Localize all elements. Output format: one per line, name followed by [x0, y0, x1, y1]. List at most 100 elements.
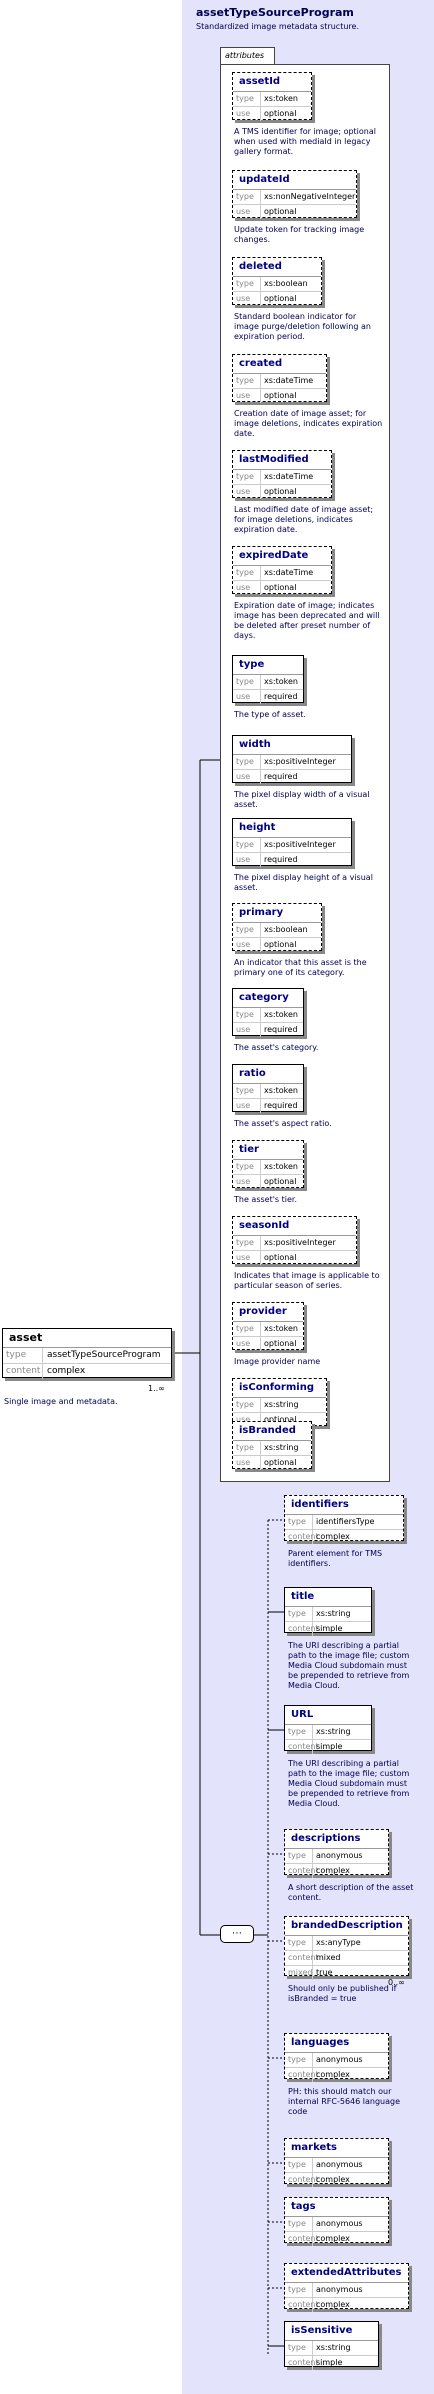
attribute-name: created	[233, 355, 326, 374]
attribute-use-value: optional	[264, 1253, 297, 1262]
attribute-use-key: use	[233, 690, 261, 704]
element-prop-key: type	[285, 2217, 313, 2231]
attribute-type-value: xs:dateTime	[264, 568, 314, 577]
attribute-type-key: type	[233, 374, 261, 388]
element-prop-value: complex	[316, 2234, 350, 2243]
attribute-use-key: use	[233, 485, 261, 499]
sequence-compositor-icon[interactable]: ⋯	[220, 1925, 254, 1943]
attribute-name: tier	[233, 1141, 303, 1160]
attribute-use-key: use	[233, 292, 261, 306]
element-name: title	[285, 1588, 371, 1607]
attribute-name: seasonId	[233, 1217, 356, 1236]
attribute-use-value: optional	[264, 1458, 297, 1467]
attribute-type-value: xs:token	[264, 94, 298, 103]
element-prop-value: anonymous	[316, 2219, 363, 2228]
element-prop-key: type	[285, 1607, 313, 1621]
element-prop-key: type	[285, 1725, 313, 1739]
attribute-type-key: type	[233, 190, 261, 204]
type-documentation: Standardized image metadata structure.	[196, 22, 359, 31]
attribute-use-key: use	[233, 938, 261, 952]
attribute-use-value: required	[264, 855, 298, 864]
element-prop-key: type	[285, 2341, 313, 2355]
attribute-use-value: optional	[264, 1177, 297, 1186]
element-name: URL	[285, 1706, 371, 1725]
attribute-use-value: optional	[264, 1415, 297, 1424]
attribute-name: provider	[233, 1303, 303, 1322]
element-prop-value: xs:string	[316, 1609, 351, 1618]
attribute-use-key: use	[233, 581, 261, 595]
attribute-type-key: type	[233, 1398, 261, 1412]
element-name: extendedAttributes	[285, 2264, 408, 2283]
attribute-use-key: use	[233, 1023, 261, 1037]
attribute-name: isBranded	[233, 1422, 311, 1441]
attribute-documentation: The asset's tier.	[234, 1195, 298, 1204]
element-prop-key: content	[285, 1864, 319, 1878]
element-multiplicity: 0..∞	[388, 1978, 405, 1987]
attribute-type-value: xs:string	[264, 1400, 299, 1409]
element-prop-key: content	[285, 2232, 319, 2246]
attribute-name: isConforming	[233, 1379, 326, 1398]
asset-root-element[interactable]: asset type assetTypeSourceProgram conten…	[2, 1328, 172, 1379]
element-prop-value: simple	[316, 1742, 343, 1751]
attribute-use-key: use	[233, 1456, 261, 1470]
attribute-use-key: use	[233, 389, 261, 403]
root-element-name: asset	[3, 1329, 171, 1348]
root-multiplicity: 1..∞	[148, 1384, 165, 1393]
element-prop-key: content	[285, 1530, 319, 1544]
attribute-documentation: The asset's category.	[234, 1043, 319, 1052]
element-prop-value: simple	[316, 2358, 343, 2367]
attribute-name: type	[233, 656, 303, 675]
element-prop-value: xs:string	[316, 1727, 351, 1736]
attribute-use-key: use	[233, 1175, 261, 1189]
attribute-type-key: type	[233, 755, 261, 769]
element-prop-value: true	[316, 1968, 333, 1977]
type-title: assetTypeSourceProgram	[196, 6, 354, 19]
attribute-type-key: type	[233, 923, 261, 937]
attribute-name: primary	[233, 904, 321, 923]
root-documentation: Single image and metadata.	[4, 1397, 118, 1406]
attribute-use-key: use	[233, 853, 261, 867]
element-prop-key: content	[285, 2356, 319, 2370]
attribute-use-value: optional	[264, 940, 297, 949]
attribute-type-key: type	[233, 1160, 261, 1174]
attribute-type-value: xs:token	[264, 677, 298, 686]
element-name: isSensitive	[285, 2322, 378, 2341]
attribute-type-key: type	[233, 566, 261, 580]
element-prop-key: content	[285, 2173, 319, 2187]
element-prop-key: type	[285, 1936, 313, 1950]
